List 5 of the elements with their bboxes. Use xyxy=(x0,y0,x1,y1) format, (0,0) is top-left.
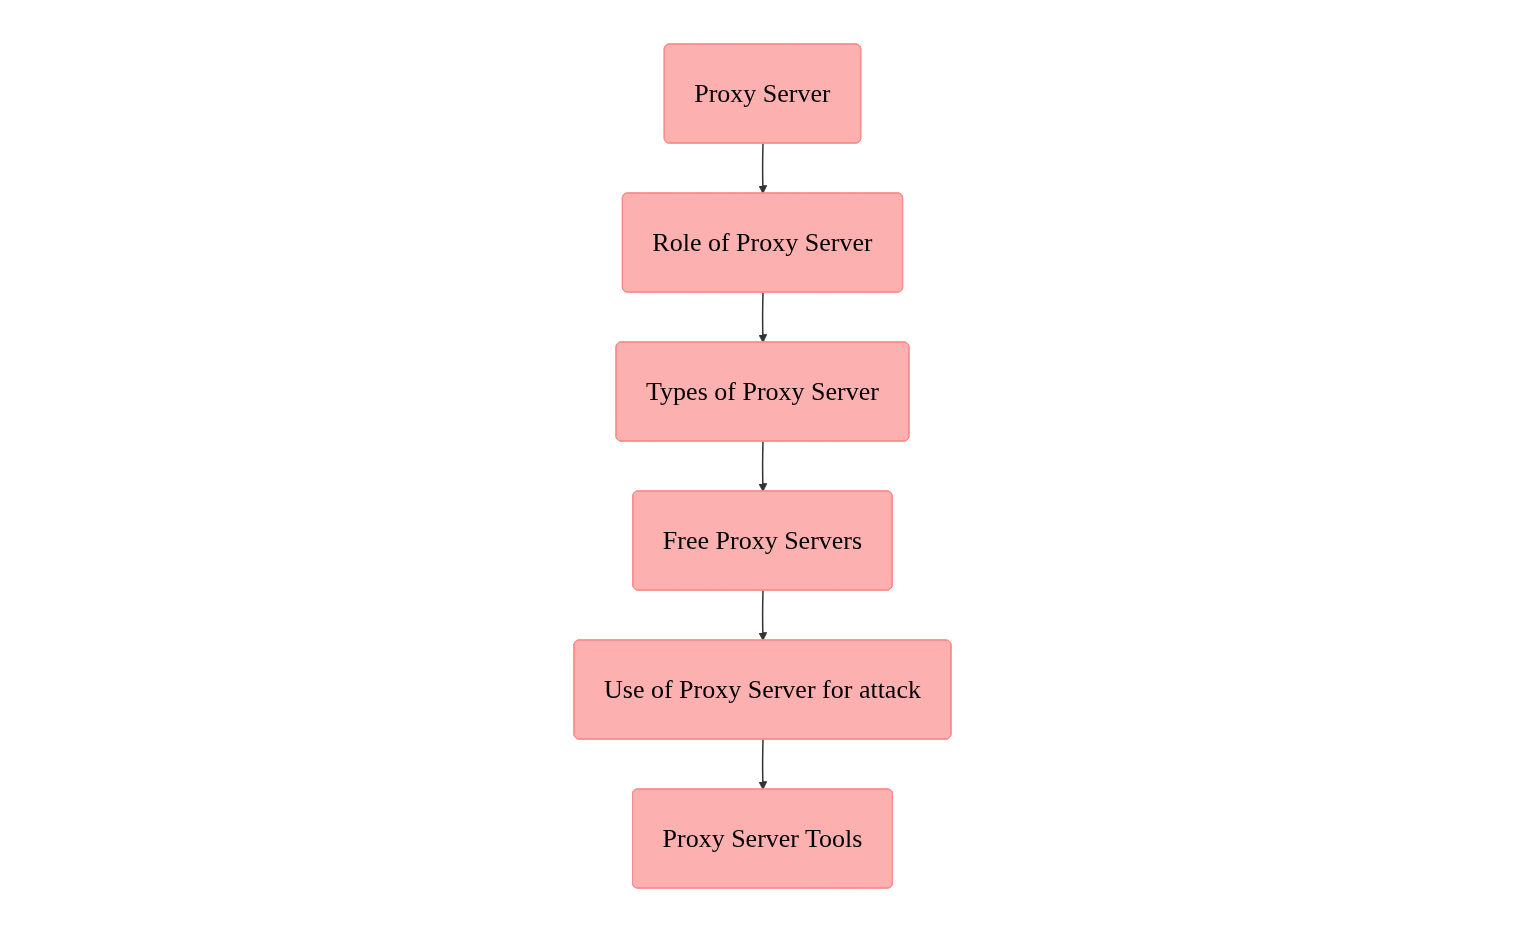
arrow xyxy=(757,291,767,343)
arrow xyxy=(757,589,767,641)
arrow xyxy=(757,440,767,492)
arrow xyxy=(757,142,767,194)
arrow xyxy=(757,738,767,790)
